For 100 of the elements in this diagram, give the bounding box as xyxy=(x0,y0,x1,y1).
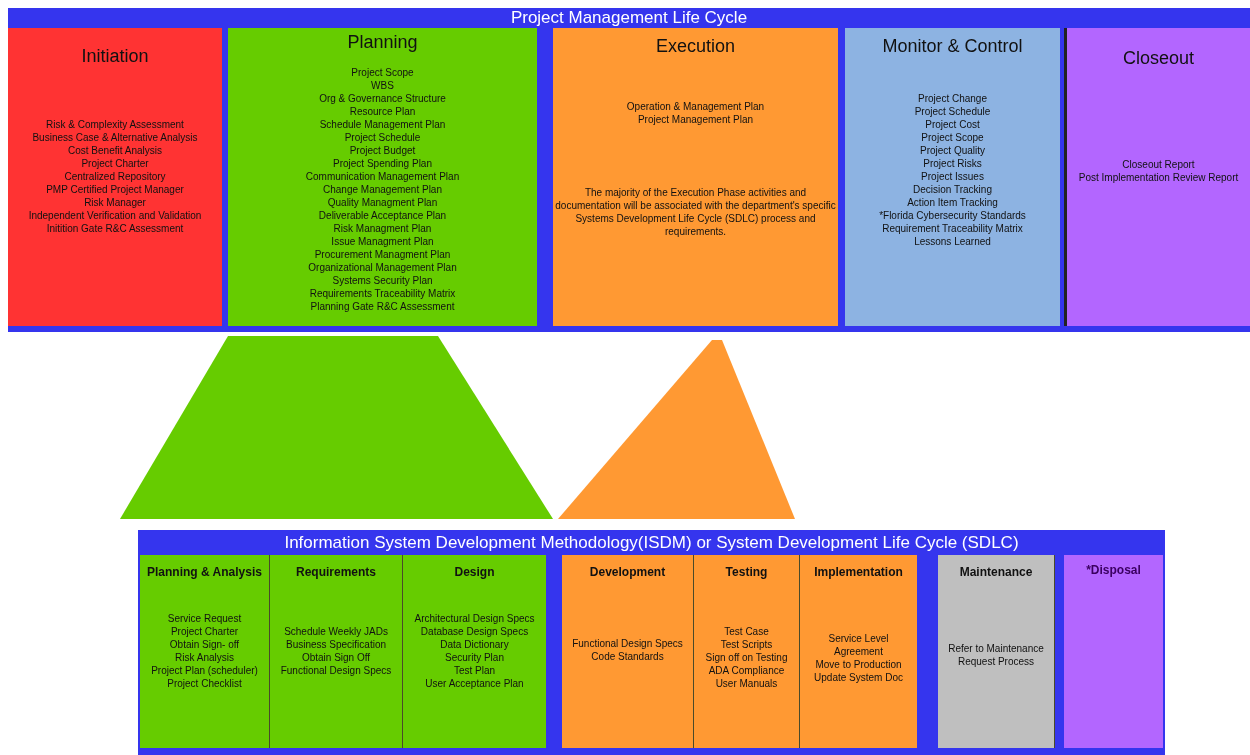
deliverable-text: Functional Design Specs xyxy=(279,664,393,677)
phase-column xyxy=(800,555,917,748)
deliverable-text: Requirements Traceability Matrix xyxy=(308,287,457,300)
deliverable-text: User Acceptance Plan xyxy=(424,677,525,690)
phase-heading: Planning & Analysis xyxy=(146,565,263,579)
deliverable-text: Functional Design Specs xyxy=(571,637,684,650)
phase-heading: *Disposal xyxy=(1085,563,1142,577)
deliverable-text: Risk Manager xyxy=(83,196,147,209)
deliverable-text: *Florida Cybersecurity Standards xyxy=(878,209,1027,222)
deliverable-text: Deliverable Acceptance Plan xyxy=(317,209,448,222)
deliverable-text: Project Checklist xyxy=(166,677,243,690)
deliverable-text: Risk Analysis xyxy=(174,651,235,664)
deliverable-text: Project Risks xyxy=(922,157,983,170)
phase-heading: Closeout xyxy=(1121,48,1195,69)
phase-column xyxy=(562,555,694,748)
deliverable-text: Update System Doc xyxy=(813,671,904,684)
deliverable-text: Org & Governance Structure xyxy=(318,92,447,105)
deliverable-text: Project Quality xyxy=(919,144,986,157)
deliverable-text: Test Scripts xyxy=(719,638,774,651)
deliverable-text: Test Plan xyxy=(452,664,497,677)
deliverable-text: Decision Tracking xyxy=(912,183,993,196)
deliverable-text: Initition Gate R&C Assessment xyxy=(45,222,185,235)
deliverable-text: Project Spending Plan xyxy=(332,157,433,170)
deliverable-text: Project Budget xyxy=(348,144,417,157)
phase-column xyxy=(553,28,838,326)
phase-heading: Development xyxy=(588,565,667,579)
phase-column xyxy=(1064,555,1163,748)
deliverable-text: Business Case & Alternative Analysis xyxy=(31,131,199,144)
deliverable-text: Test Case xyxy=(723,625,770,638)
phase-column xyxy=(8,28,222,326)
deliverable-text: WBS xyxy=(370,79,395,92)
deliverable-text: Planning Gate R&C Assessment xyxy=(309,300,456,313)
deliverable-text: Centralized Repository xyxy=(63,170,167,183)
deliverable-text: Issue Managment Plan xyxy=(330,235,435,248)
deliverable-text: Project Scope xyxy=(350,66,415,79)
phase-column xyxy=(270,555,403,748)
deliverable-text: Resource Plan xyxy=(348,105,417,118)
deliverable-text: Schedule Weekly JADs xyxy=(283,625,389,638)
deliverable-text: Sign off on Testing xyxy=(704,651,789,664)
deliverable-text: Cost Benefit Analysis xyxy=(67,144,163,157)
deliverable-text: Project Scope xyxy=(920,131,985,144)
deliverable-text: Service Request xyxy=(166,612,243,625)
deliverable-text: Refer to Maintenance Request Process xyxy=(947,642,1045,668)
deliverable-text: Independent Verification and Validation xyxy=(27,209,203,222)
phase-column xyxy=(1064,28,1250,326)
deliverable-text: Post Implementation Review Report xyxy=(1077,171,1240,184)
deliverable-text: Project Schedule xyxy=(343,131,422,144)
deliverable-text: Project Cost xyxy=(924,118,981,131)
deliverable-text: Project Change xyxy=(917,92,988,105)
deliverable-text: Business Specification xyxy=(284,638,388,651)
band-title: Project Management Life Cycle xyxy=(509,8,749,28)
deliverable-text: Code Standards xyxy=(590,650,665,663)
band-title: Information System Development Methodology(ISDM) or System Development Life Cycle (SDLC) xyxy=(283,532,1020,554)
deliverable-text: Requirement Traceability Matrix xyxy=(881,222,1024,235)
phase-heading: Monitor & Control xyxy=(881,36,1024,57)
deliverable-text: Closeout Report xyxy=(1121,158,1196,171)
phase-column xyxy=(938,555,1055,748)
deliverable-text: Project Plan (scheduler) xyxy=(150,664,259,677)
phase-heading: Design xyxy=(453,565,496,579)
deliverable-text: Project Issues xyxy=(920,170,985,183)
deliverable-text: Service Level Agreement xyxy=(827,632,890,658)
deliverable-text: PMP Certified Project Manager xyxy=(45,183,185,196)
phase-heading: Initiation xyxy=(80,46,150,67)
phase-column xyxy=(694,555,800,748)
deliverable-text: Communication Management Plan xyxy=(304,170,461,183)
deliverable-text: Quality Managment Plan xyxy=(326,196,439,209)
deliverable-text: Procurement Managment Plan xyxy=(313,248,452,261)
trapezoid-shape xyxy=(558,340,795,519)
deliverable-text: Risk Managment Plan xyxy=(332,222,433,235)
deliverable-text: Lessons Learned xyxy=(913,235,992,248)
deliverable-text: Move to Production xyxy=(814,658,903,671)
deliverable-text: Project Management Plan xyxy=(636,113,755,126)
phase-column xyxy=(845,28,1060,326)
deliverable-text: The majority of the Execution Phase activities and documentation will be associated with the department's specific Systems Development Life Cycle (SDLC) process and requirements. xyxy=(555,186,836,238)
phase-column xyxy=(403,555,546,748)
deliverable-text: Organizational Management Plan xyxy=(307,261,458,274)
deliverable-text: Architectural Design Specs xyxy=(413,612,536,625)
deliverable-text: Action Item Tracking xyxy=(906,196,999,209)
deliverable-text: Change Management Plan xyxy=(322,183,443,196)
deliverable-text: Data Dictionary xyxy=(439,638,510,651)
phase-heading: Maintenance xyxy=(958,565,1034,579)
phase-heading: Requirements xyxy=(295,565,377,579)
deliverable-text: Obtain Sign- off xyxy=(168,638,241,651)
deliverable-text: Risk & Complexity Assessment xyxy=(45,118,185,131)
deliverable-text: Systems Security Plan xyxy=(331,274,434,287)
deliverable-text: Obtain Sign Off xyxy=(300,651,372,664)
phase-column xyxy=(140,555,270,748)
deliverable-text: Project Charter xyxy=(169,625,240,638)
deliverable-text: Schedule Management Plan xyxy=(318,118,447,131)
phase-column xyxy=(228,28,537,326)
deliverable-text: Database Design Specs xyxy=(419,625,530,638)
phase-heading: Testing xyxy=(724,565,769,579)
deliverable-text: ADA Compliance xyxy=(707,664,786,677)
deliverable-text: Project Charter xyxy=(80,157,150,170)
phase-heading: Implementation xyxy=(813,565,904,579)
deliverable-text: Project Schedule xyxy=(913,105,992,118)
deliverable-text: User Manuals xyxy=(714,677,779,690)
deliverable-text: Operation & Management Plan xyxy=(625,100,766,113)
phase-heading: Planning xyxy=(346,32,419,53)
phase-band xyxy=(138,530,1165,755)
